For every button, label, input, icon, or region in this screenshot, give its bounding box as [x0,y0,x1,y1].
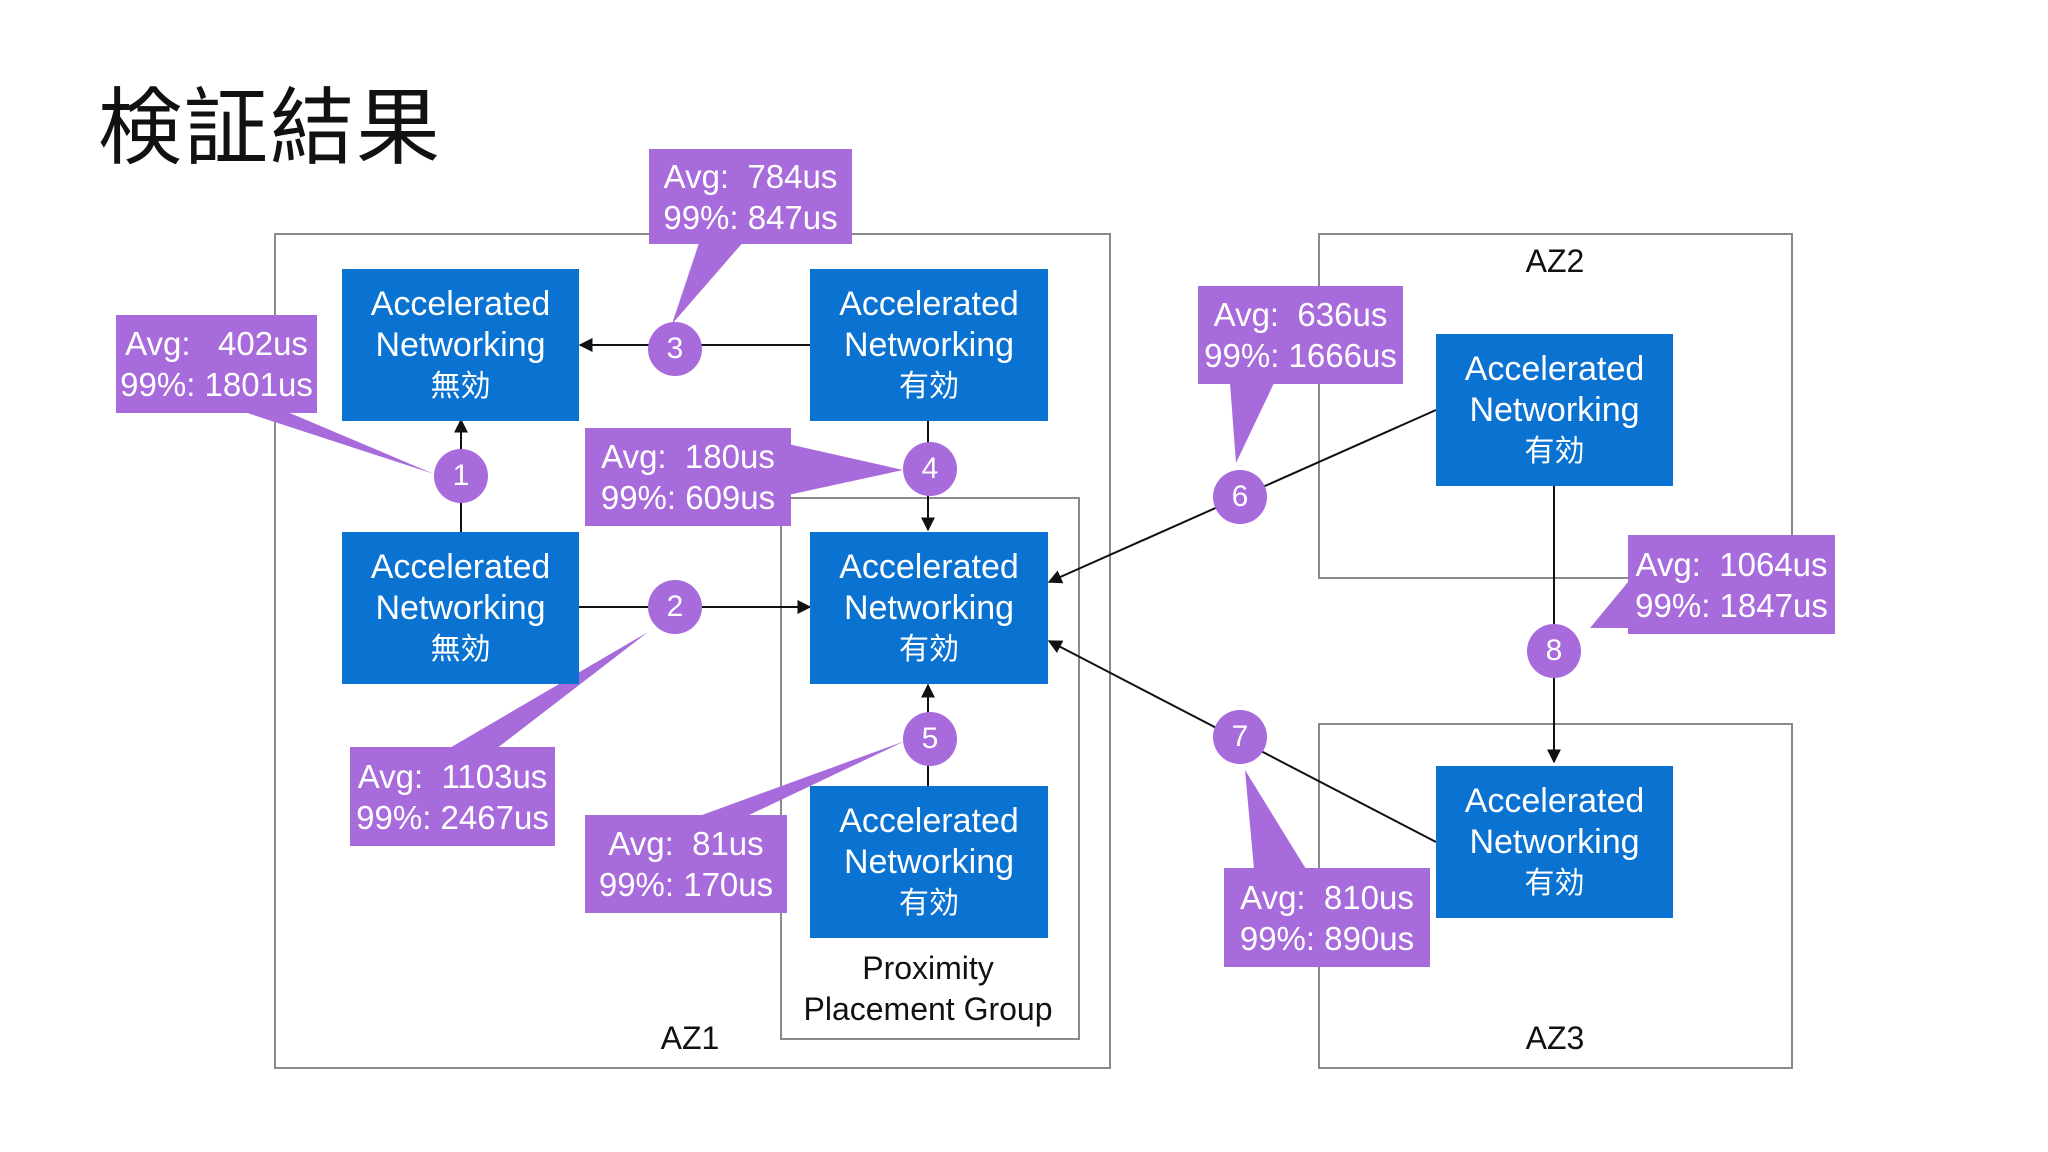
callout-p99: 99%: 1847us [1635,586,1828,624]
route-badge-1: 1 [434,449,488,503]
vm-node-az2[interactable]: Accelerated Networking 有効 [1436,334,1673,486]
callout-p99: 99%: 170us [598,866,774,903]
node-state: 有効 [899,368,959,404]
callout-p99: 99%: 609us [600,479,776,516]
vm-node-az3[interactable]: Accelerated Networking 有効 [1436,766,1673,918]
callout-pointer-2 [448,632,648,749]
node-line2: Networking [375,325,546,364]
callout-avg: Avg: 1064us [1635,545,1828,583]
callout-avg: Avg: 81us [608,825,764,862]
callout-p99: 99%: 847us [663,198,838,236]
latency-callout-2: Avg: 1103us 99%: 2467us [350,747,555,846]
node-line2: Networking [843,588,1015,627]
node-state: 有効 [1524,865,1585,901]
node-line2: Networking [843,842,1015,881]
callout-pointer-8 [1590,582,1628,628]
callout-p99: 99%: 890us [1239,919,1415,957]
route-badge-3: 3 [648,322,702,376]
node-state: 無効 [430,631,491,667]
callout-avg: Avg: 402us [125,325,308,362]
route-badge-7: 7 [1213,710,1267,764]
callout-pointer-6 [1230,383,1274,463]
route-badge-6: 6 [1213,470,1267,524]
node-line1: Accelerated [1464,781,1645,820]
node-state: 無効 [430,368,491,404]
vm-node-az1-top-left[interactable]: Accelerated Networking 無効 [342,269,579,421]
az2-zone [1318,233,1793,579]
node-line1: Accelerated [839,284,1019,323]
node-line2: Networking [843,325,1015,364]
callout-p99: 99%: 2467us [356,798,549,836]
node-state: 有効 [899,885,959,921]
callout-avg: Avg: 636us [1213,296,1388,333]
node-line1: Accelerated [839,801,1019,840]
callout-p99: 99%: 1801us [120,366,313,403]
vm-node-az1-top-right[interactable]: Accelerated Networking 有効 [810,269,1048,421]
latency-callout-5: Avg: 81us 99%: 170us [585,815,787,913]
node-line1: Accelerated [370,284,551,323]
latency-callout-8: Avg: 1064us 99%: 1847us [1628,535,1835,634]
vm-node-ppg-bottom[interactable]: Accelerated Networking 有効 [810,786,1048,938]
ppg-label: Proximity Placement Group [780,948,1076,1030]
ppg-label-line1: Proximity [862,950,994,986]
node-line1: Accelerated [1464,349,1645,388]
callout-pointer-1 [232,408,434,474]
vm-node-az1-mid-left[interactable]: Accelerated Networking 無効 [342,532,579,684]
callout-avg: Avg: 1103us [357,757,548,795]
latency-callout-7: Avg: 810us 99%: 890us [1224,868,1430,967]
ppg-zone [780,497,1080,1040]
node-line2: Networking [1469,822,1640,861]
callout-avg: Avg: 810us [1240,878,1414,916]
ppg-label-line2: Placement Group [803,991,1053,1027]
az3-label: AZ3 [1525,1020,1585,1056]
route-badge-2: 2 [648,580,702,634]
vm-node-ppg-top[interactable]: Accelerated Networking 有効 [810,532,1048,684]
callout-pointer-5 [702,741,905,815]
node-line1: Accelerated [370,547,551,586]
callout-avg: Avg: 180us [601,438,775,475]
latency-callout-4: Avg: 180us 99%: 609us [585,428,791,526]
callout-pointer-7 [1245,770,1306,869]
node-line1: Accelerated [839,547,1019,586]
node-line2: Networking [375,588,546,627]
node-line2: Networking [1469,390,1640,429]
latency-callout-6: Avg: 636us 99%: 1666us [1198,286,1403,384]
node-state: 有効 [899,631,959,667]
latency-callout-1: Avg: 402us 99%: 1801us [116,315,317,413]
callout-p99: 99%: 1666us [1204,337,1397,374]
az1-label: AZ1 [660,1020,720,1056]
az2-label: AZ2 [1525,243,1585,279]
node-state: 有効 [1524,433,1585,469]
callout-pointer-3 [672,240,745,324]
callout-pointer-4 [788,444,903,495]
route-badge-4: 4 [903,442,957,496]
slide-title: 検証結果 [98,79,443,177]
route-badge-5: 5 [903,712,957,766]
latency-callout-3: Avg: 784us 99%: 847us [649,149,852,244]
callout-avg: Avg: 784us [663,157,838,195]
route-badge-8: 8 [1527,624,1581,678]
